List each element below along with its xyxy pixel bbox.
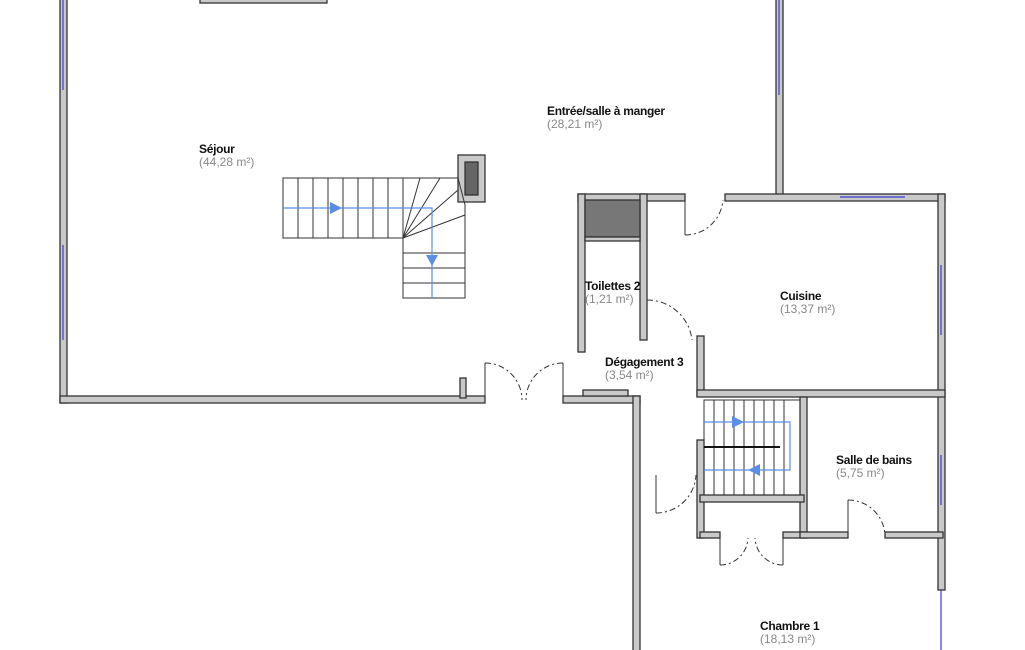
- doors: [484, 199, 886, 566]
- room-area: (18,13 m²): [760, 632, 816, 646]
- room-name: Toilettes 2: [585, 279, 641, 293]
- staircase-sejour: [282, 177, 466, 299]
- room-name: Chambre 1: [760, 619, 820, 633]
- room-name: Cuisine: [780, 289, 822, 303]
- room-area: (13,37 m²): [780, 302, 836, 316]
- room-label-degagement: Dégagement 3 (3,54 m²): [605, 355, 684, 382]
- room-area: (28,21 m²): [547, 117, 603, 131]
- staircase-degagement: [703, 399, 801, 496]
- room-area: (1,21 m²): [585, 292, 634, 306]
- room-name: Séjour: [199, 142, 235, 156]
- room-label-chambre: Chambre 1 (18,13 m²): [760, 619, 820, 646]
- windows: [62, 0, 942, 650]
- room-label-toilettes: Toilettes 2 (1,21 m²): [585, 280, 640, 306]
- room-area: (44,28 m²): [199, 155, 255, 169]
- room-area: (3,54 m²): [605, 368, 654, 382]
- room-label-entree: Entrée/salle à manger (28,21 m²): [547, 105, 665, 131]
- room-name: Salle de bains: [836, 453, 912, 467]
- room-label-cuisine: Cuisine (13,37 m²): [780, 290, 835, 316]
- room-name: Dégagement 3: [605, 355, 684, 369]
- walls: [59, 0, 946, 650]
- room-label-salle-de-bains: Salle de bains (5,75 m²): [836, 454, 912, 480]
- room-area: (5,75 m²): [836, 466, 885, 480]
- room-name: Entrée/salle à manger: [547, 104, 665, 118]
- room-label-sejour: Séjour (44,28 m²): [199, 143, 254, 169]
